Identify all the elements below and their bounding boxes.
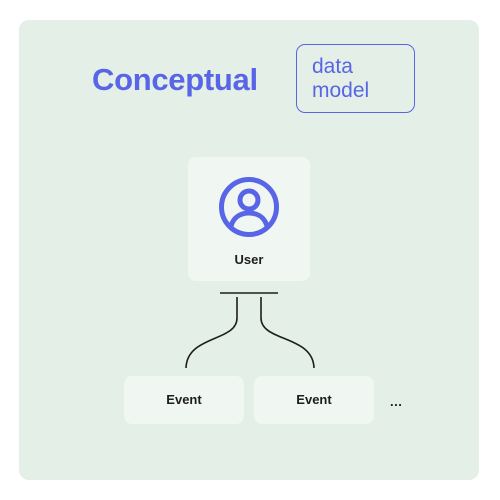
user-entity-node: User: [188, 157, 310, 281]
subtitle-line-1: data: [312, 55, 353, 78]
diagram-title: Conceptual: [92, 62, 258, 97]
subtitle-line-2: model: [312, 79, 370, 102]
user-entity-label: User: [234, 252, 264, 267]
event-entity-label: Event: [166, 392, 202, 407]
subtitle-badge: data model: [296, 44, 415, 113]
event-entity-node: Event: [124, 376, 244, 424]
user-circle-icon: [219, 177, 279, 237]
more-events-indicator: ...: [390, 394, 403, 409]
event-entity-node: Event: [254, 376, 374, 424]
event-entity-label: Event: [296, 392, 332, 407]
